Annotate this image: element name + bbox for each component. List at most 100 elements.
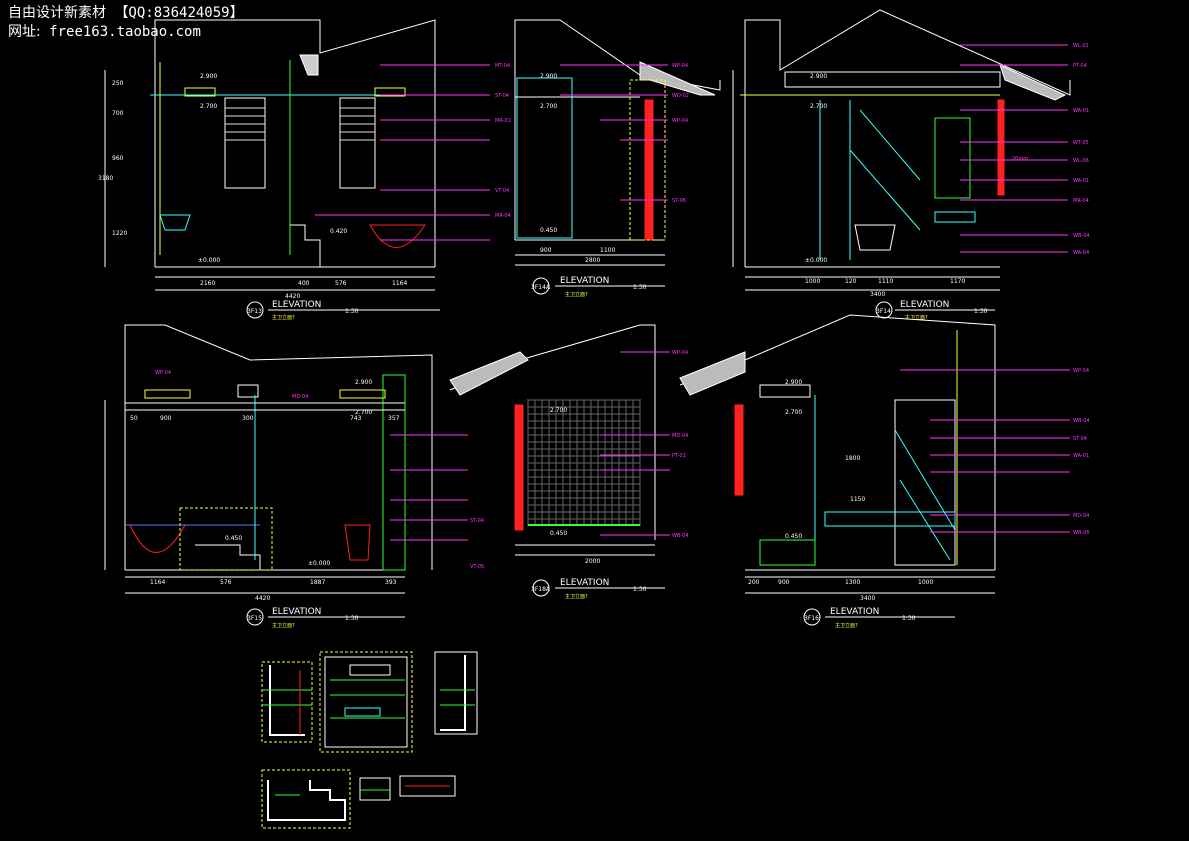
detail-6 xyxy=(399,775,456,797)
dim-top-5: 357 xyxy=(388,415,400,422)
panel-subtitle: 主卫立面? xyxy=(272,622,295,629)
dashed-outline xyxy=(629,79,666,241)
dim-h-1: 1164 xyxy=(150,579,165,586)
elevation-3f14a: 900 1100 2800 2.900 2.700 0.450 WP-04 WD… xyxy=(514,19,721,298)
tag-1: WL-01 xyxy=(1073,43,1089,49)
tag-6: WB-05 xyxy=(1073,530,1090,536)
dim-v-4: 1220 xyxy=(112,230,127,237)
panel-scale: 1:30 xyxy=(902,615,916,622)
elevation-marker xyxy=(803,608,821,626)
dim-h-1: 200 xyxy=(748,579,760,586)
dim-h-4: 1000 xyxy=(918,579,933,586)
mirror-panel xyxy=(516,77,573,239)
panel-id: 3F14A xyxy=(531,284,551,291)
dim-top-4: 743 xyxy=(350,415,362,422)
panel-scale: 1:30 xyxy=(345,308,359,315)
tag-2: MD-04 xyxy=(292,394,308,400)
elevation-3f13: 2160 400 576 1164 4420 250 700 960 1220 … xyxy=(98,19,511,321)
level-3: 0.420 xyxy=(330,228,347,235)
dim-v-2: 1150 xyxy=(850,496,865,503)
panel-title: ELEVATION xyxy=(272,607,321,617)
dim-top-2: 900 xyxy=(160,415,172,422)
panel-scale: 1:30 xyxy=(345,615,359,622)
tile-column xyxy=(734,404,744,496)
light-fixture-left xyxy=(184,87,216,97)
tag-4: WT-05 xyxy=(1073,140,1089,146)
wall-outline xyxy=(744,9,1071,267)
detail-5 xyxy=(359,777,391,801)
tag-4: WA-01 xyxy=(1073,453,1089,459)
detail-3 xyxy=(434,651,478,735)
dim-total: 4420 xyxy=(285,293,300,300)
tag-1: WP-04 xyxy=(672,350,688,356)
tag-1: WP-04 xyxy=(1073,368,1089,374)
elevation-3f15: 50 900 300 743 357 1164 576 1887 393 442… xyxy=(104,324,484,629)
dim-v-3: 960 xyxy=(112,155,124,162)
dim-total: 3400 xyxy=(860,595,875,602)
tag-3: PT-01 xyxy=(672,453,686,459)
toilet xyxy=(344,524,371,561)
dim-total: 2000 xyxy=(585,558,600,565)
tag-7: MR-04 xyxy=(1073,198,1089,204)
watermark-url: free163.taobao.com xyxy=(49,24,201,40)
level-3: 0.450 xyxy=(225,535,242,542)
dim-h-2: 576 xyxy=(220,579,232,586)
dim-h-3: 1110 xyxy=(878,278,893,285)
panel-id: 3F13 xyxy=(247,308,262,315)
dim-top-3: 300 xyxy=(242,415,254,422)
tag-1: MT-04 xyxy=(495,63,510,69)
washbasin xyxy=(159,214,191,231)
tile-column xyxy=(514,404,524,531)
partition-panel xyxy=(382,374,406,571)
tag-8: WB-04 xyxy=(1073,233,1090,239)
bathtub xyxy=(129,524,186,553)
level-1: 2.900 xyxy=(810,73,827,80)
watermark-title: 自由设计新素材 xyxy=(8,5,106,21)
dim-h-2: 1100 xyxy=(600,247,615,254)
tag-5: MD-04 xyxy=(1073,513,1089,519)
tag-3: WP-04 xyxy=(672,118,688,124)
window-left xyxy=(224,97,266,189)
dim-h-2: 120 xyxy=(845,278,857,285)
panel-id: 3F16 xyxy=(804,615,819,622)
level-2: 2.700 xyxy=(540,103,557,110)
glass-hatch-2 xyxy=(859,109,921,181)
panel-id: 3F14 xyxy=(876,308,891,315)
panel-title: ELEVATION xyxy=(560,276,609,286)
elevation-marker xyxy=(875,301,893,319)
level-3: 0.450 xyxy=(540,227,557,234)
dim-h-2: 900 xyxy=(778,579,790,586)
tag-3: ST-04 xyxy=(470,518,484,524)
wall-outline xyxy=(154,19,436,267)
vent xyxy=(237,384,259,398)
level-2: 2.700 xyxy=(810,103,827,110)
tag-2: ST-04 xyxy=(495,93,509,99)
tag-4: WB-04 xyxy=(672,533,689,539)
dim-total: 4420 xyxy=(255,595,270,602)
dim-h-4: 393 xyxy=(385,579,397,586)
light-fixture-right xyxy=(339,389,386,399)
light-fixture-left xyxy=(144,389,191,399)
panel-title: ELEVATION xyxy=(830,607,879,617)
leader-lines xyxy=(900,369,1070,533)
roof-slope xyxy=(449,351,529,396)
panel-title: ELEVATION xyxy=(900,300,949,310)
glass-hatch-2 xyxy=(899,479,951,561)
roof-slope xyxy=(679,351,746,396)
elevation-marker xyxy=(246,301,264,319)
tag-4: ST-06 xyxy=(672,198,686,204)
step-outline xyxy=(179,507,273,571)
roof-beam xyxy=(299,54,319,76)
leader-lines xyxy=(960,44,1068,253)
glass-hatch xyxy=(849,149,921,231)
shower-enclosure xyxy=(894,399,956,566)
dim-h-1: 2160 xyxy=(200,280,215,287)
watermark-url-label: 网址: xyxy=(8,24,41,40)
light-fixture-right xyxy=(374,87,406,97)
tag-6: WA-01 xyxy=(1073,178,1089,184)
panel-scale: 1:30 xyxy=(633,586,647,593)
tag-1: WP-04 xyxy=(155,370,171,376)
dim-h-4: 1164 xyxy=(392,280,407,287)
level-2: 2.700 xyxy=(200,103,217,110)
panel-subtitle: 主卫立面? xyxy=(835,622,858,629)
